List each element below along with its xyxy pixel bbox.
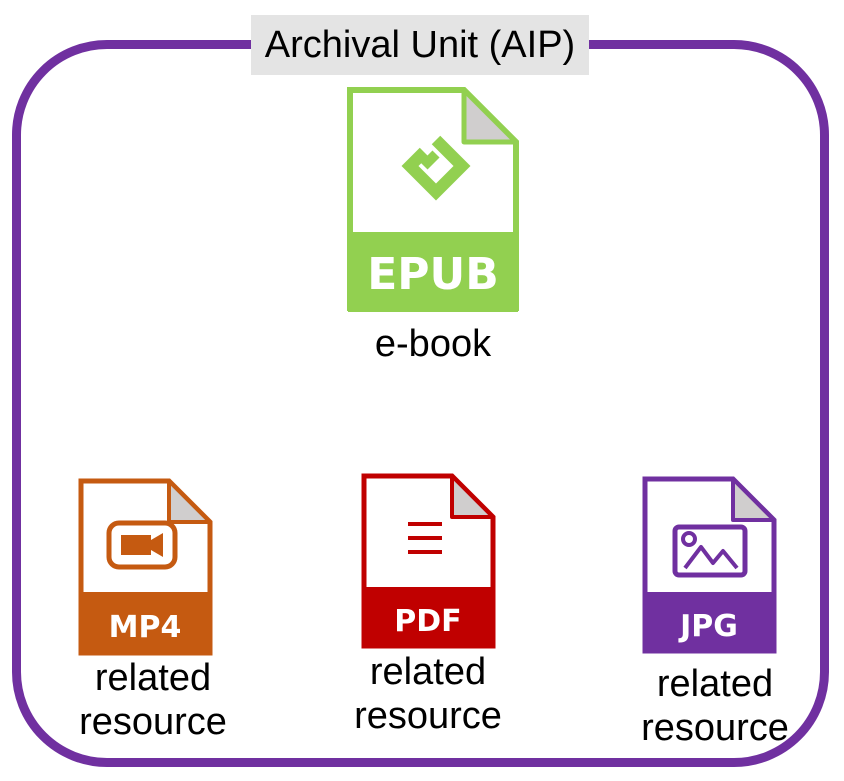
mp4-caption-line2: resource bbox=[79, 701, 227, 743]
document-lines-icon bbox=[408, 522, 442, 554]
jpg-caption-line2: resource bbox=[641, 707, 789, 749]
image-icon bbox=[672, 524, 748, 578]
archival-unit-title: Archival Unit (AIP) bbox=[251, 15, 589, 75]
jpg-caption: related resource bbox=[620, 662, 810, 750]
video-camera-icon bbox=[106, 520, 178, 570]
jpg-extension-label: JPG bbox=[678, 609, 738, 644]
mp4-caption-line1: related bbox=[94, 657, 212, 699]
epub-logo-icon bbox=[401, 135, 471, 201]
jpg-file-icon: JPG bbox=[641, 475, 778, 655]
epub-caption: e-book bbox=[333, 322, 533, 366]
mp4-file-icon: MP4 bbox=[77, 477, 214, 657]
pdf-extension-label: PDF bbox=[394, 604, 461, 639]
mp4-extension-label: MP4 bbox=[109, 610, 182, 645]
title-text: Archival Unit (AIP) bbox=[264, 23, 576, 66]
epub-caption-text: e-book bbox=[374, 323, 492, 365]
pdf-caption-line2: resource bbox=[354, 695, 502, 737]
epub-file-icon: EPUB bbox=[344, 84, 522, 314]
epub-extension-label: EPUB bbox=[367, 249, 499, 300]
mp4-caption: related resource bbox=[58, 656, 248, 744]
pdf-caption-line1: related bbox=[369, 651, 487, 693]
pdf-file-icon: PDF bbox=[360, 472, 497, 650]
jpg-caption-line1: related bbox=[656, 663, 774, 705]
pdf-caption: related resource bbox=[333, 650, 523, 738]
